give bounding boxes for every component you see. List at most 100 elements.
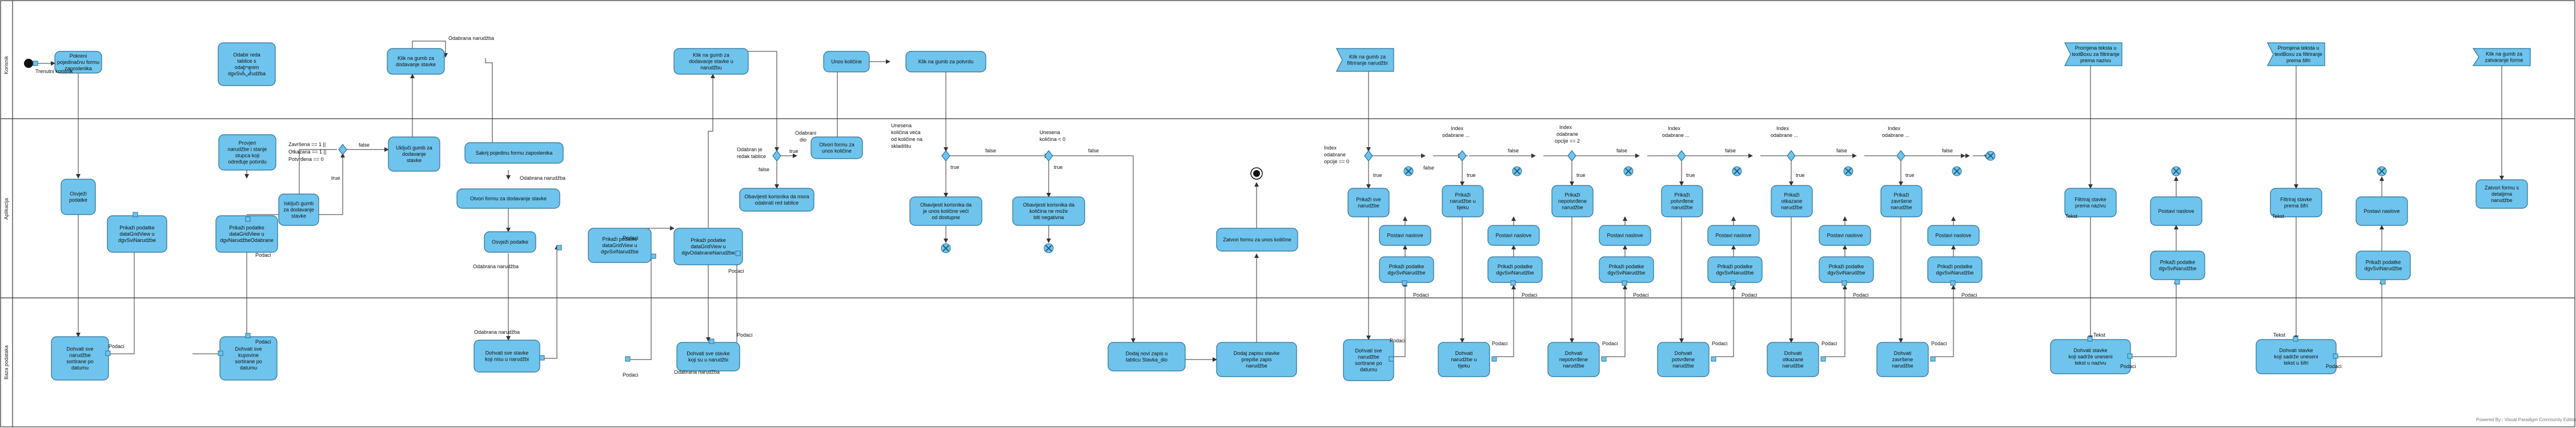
object-pin	[709, 338, 715, 344]
action-label: Dohvati sve	[1355, 348, 1382, 354]
flow-final-node	[941, 243, 951, 253]
guard-true: true	[1373, 172, 1382, 178]
action-label: Isključi gumb	[284, 201, 314, 207]
action-label: za dodavanje	[283, 207, 314, 213]
guard-potvrdjena: Potvrđena == 0	[288, 156, 324, 162]
action-label: Klik na gumb za	[398, 55, 434, 61]
accept-event-label: textBoxu za filtriranje	[2072, 51, 2120, 57]
action-node: Postavi naslove	[1707, 225, 1760, 246]
guard-podaci: Podaci	[2120, 364, 2136, 369]
action-label: završene	[1891, 199, 1912, 204]
action-label: dodavanje	[402, 151, 426, 157]
action-label: Uključi gumb za	[396, 145, 432, 151]
action-label: sortirane po	[235, 359, 262, 365]
decision-node	[242, 66, 251, 77]
action-label: Dohvati	[1675, 350, 1692, 356]
guard-unesena-kolicina-0: Unesena	[1040, 130, 1060, 135]
guard-index-2c: opcije == 2	[1555, 138, 1580, 144]
action-label: narudžbe	[1892, 363, 1913, 369]
action-label: Otvori formu za dodavanje stavke	[470, 196, 547, 201]
flow-final-node	[1044, 243, 1054, 253]
accept-event-label: Klik na gumb za	[1349, 54, 1386, 60]
object-pin	[556, 245, 562, 251]
action-label: narudžbe	[1358, 203, 1379, 209]
guard-false: false	[1616, 148, 1627, 154]
action-label: Postavi naslove	[2364, 208, 2400, 214]
action-label: tekst u šifri	[2284, 360, 2308, 366]
flow-final-node	[1952, 166, 1962, 176]
action-label: podatke	[69, 197, 87, 203]
action-node: Sakrij pojedinu formu zaposlenika	[464, 142, 564, 164]
guard-kolicina-veca-3: od količine na	[891, 136, 922, 142]
action-label: narudžbe u	[1451, 357, 1476, 362]
action-label: Zatvori formu za unos količine	[1223, 237, 1291, 243]
action-label: dgvSviNarudžbe	[1496, 270, 1534, 276]
object-pin	[1510, 280, 1516, 286]
object-pin	[2127, 353, 2133, 359]
accept-event-label: filtriranje narudžbi	[1347, 60, 1387, 66]
guard-odabrana-narudzba: Odabrana narudžba	[674, 369, 720, 375]
guard-odabrani: Odabrani	[795, 130, 816, 136]
action-label: narudžbe	[1246, 363, 1267, 369]
action-label: dgvSviNarudžbe	[2364, 266, 2402, 272]
action-label: narudžbe i stanje	[228, 147, 267, 152]
action-label: prepiše zapis	[1241, 357, 1272, 362]
guard-odabrana-narudzba: Odabrana narudžba	[474, 329, 520, 335]
object-pin	[218, 350, 223, 356]
decision-node	[1567, 150, 1576, 161]
action-label: narudžbe	[1781, 205, 1803, 211]
action-label: potvrđene	[1672, 357, 1695, 362]
guard-true: true	[1467, 172, 1476, 178]
guard-podaci: Podaci	[1853, 292, 1869, 298]
action-node: Postavi naslove	[1487, 225, 1540, 246]
action-label: Prikaži podatke	[119, 225, 155, 231]
watermark: Powered By:: Visual Paradigm Community E…	[2476, 417, 2576, 422]
guard-true: true	[1054, 164, 1063, 170]
action-label: stavke	[407, 158, 422, 163]
action-label: Postavi naslove	[1715, 233, 1751, 239]
flow-final-node	[1403, 166, 1414, 176]
guard-podaci: Podaci	[1931, 341, 1947, 346]
action-label: Osvježi podatke	[492, 239, 528, 245]
object-pin	[2380, 279, 2386, 285]
guard-index-1b: odabrane ...	[1442, 132, 1470, 138]
guard-podaci: Podaci	[1821, 341, 1837, 346]
guard-false: false	[759, 167, 769, 172]
action-node: Postavi naslove	[2150, 196, 2202, 226]
guard-dio: dio	[800, 137, 806, 143]
flow-final-node	[1843, 166, 1853, 176]
action-label: Prikaži podatke	[2160, 260, 2196, 265]
guard-true: true	[1796, 172, 1805, 178]
accept-event-label: Klik na gumb za	[2486, 51, 2522, 57]
action-label: Postavi naslove	[1827, 233, 1863, 239]
action-label: biti negativna	[1033, 215, 1064, 220]
decision-node	[1364, 150, 1373, 161]
action-label: Dohvati sve stavke	[485, 350, 529, 356]
action-label: Prikaži podatke	[1829, 264, 1864, 269]
action-label: narudžbe	[1891, 205, 1912, 211]
guard-odabran-red: Odabran je	[737, 147, 763, 152]
action-label: Unos količine	[831, 59, 862, 64]
action-label: Prikaži	[1674, 192, 1690, 198]
guard-podaci: Podaci	[255, 252, 271, 258]
guard-podaci: Podaci	[255, 339, 271, 345]
action-label: Prikaži podatke	[691, 237, 726, 243]
action-label: Obavijesti korisnika da	[1023, 202, 1074, 208]
action-label: Prikaži podatke	[1498, 264, 1533, 269]
action-label: Prikaži	[1455, 192, 1470, 198]
action-label: Dohvati sve stavke	[687, 351, 730, 357]
action-label: narudžbe	[1563, 363, 1584, 369]
action-label: Dodaj novi zapis u	[1126, 351, 1168, 357]
guard-index-2b: odabrane	[1556, 131, 1578, 137]
